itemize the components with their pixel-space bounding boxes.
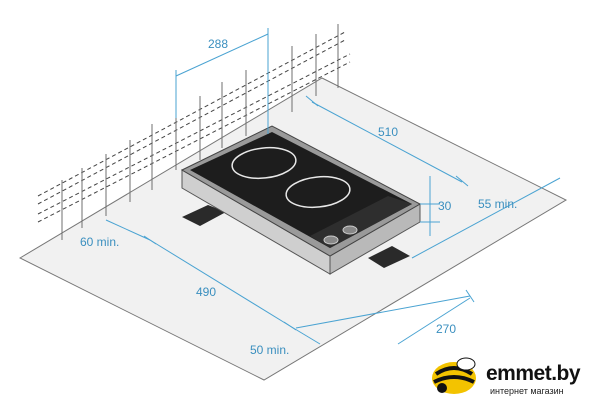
brand-name: emmet.by bbox=[486, 362, 581, 385]
brand-watermark: emmet.by интернет магазин bbox=[424, 352, 584, 402]
dimension-top-width: 288 bbox=[208, 37, 228, 51]
hob-foot-right bbox=[368, 246, 410, 268]
dimension-hob-depth: 510 bbox=[378, 125, 398, 139]
bee-logo-icon bbox=[432, 357, 476, 394]
cooking-zone-left bbox=[231, 146, 297, 180]
control-knob-left bbox=[323, 235, 339, 245]
hob-foot-left bbox=[182, 205, 226, 226]
brand-tagline: интернет магазин bbox=[490, 386, 564, 396]
hob-control-panel bbox=[310, 196, 412, 248]
cooking-zone-right bbox=[285, 175, 351, 209]
dimension-cutout-length: 490 bbox=[196, 285, 216, 299]
dimension-cutout-width: 270 bbox=[436, 322, 456, 336]
wall-cabinet-dashed-outline bbox=[37, 31, 351, 223]
dimension-side-clearance: 55 min. bbox=[478, 197, 517, 211]
control-knob-right bbox=[342, 225, 358, 235]
dimension-lines bbox=[105, 28, 561, 345]
dimension-hob-height: 30 bbox=[438, 199, 452, 213]
dimension-rear-clearance: 60 min. bbox=[80, 235, 119, 249]
dimension-front-clearance: 50 min. bbox=[250, 343, 289, 357]
